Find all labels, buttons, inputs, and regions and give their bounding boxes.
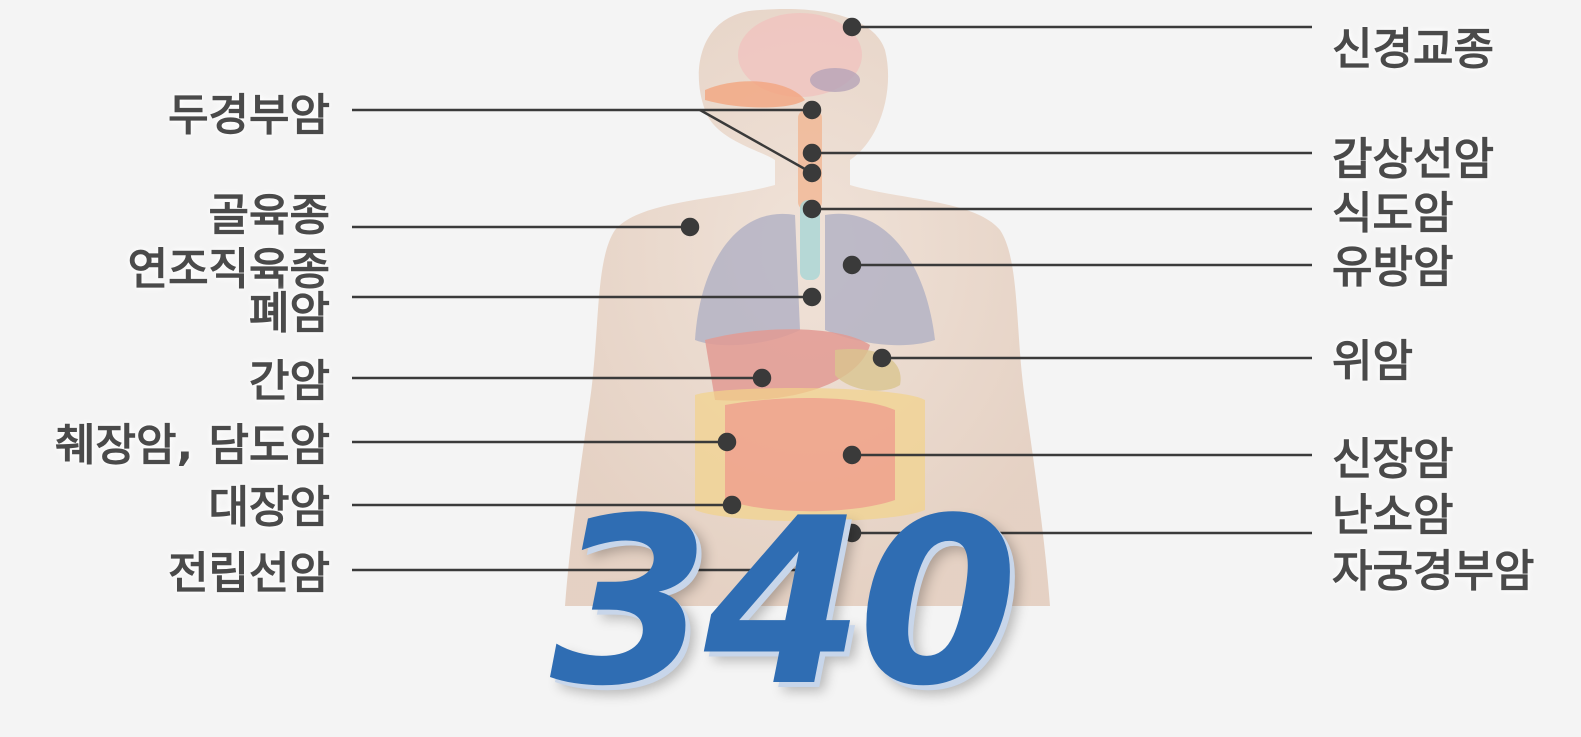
label-laryngeal: 두경부암: [168, 92, 330, 140]
label-ovary: 난소암: [1332, 492, 1453, 540]
label-stomach: 위암: [1332, 338, 1413, 386]
label-liver: 간암: [249, 358, 330, 406]
label-breast: 유방암: [1332, 244, 1453, 292]
label-bone: 골육종: [209, 192, 330, 240]
label-thyroid: 갑상선암: [1332, 136, 1494, 184]
label-glioma: 신경교종: [1332, 26, 1494, 74]
label-colon: 대장암: [209, 484, 330, 532]
overlay-number: 340: [550, 470, 1012, 737]
label-prostate: 전립선암: [168, 550, 330, 598]
label-lung: 폐암: [249, 290, 330, 338]
label-esophagus: 식도암: [1332, 190, 1453, 238]
label-pancreas: 췌장암, 담도암: [55, 422, 330, 470]
anatomy-diagram: 340 두경부암 골육종 연조직육종 폐암 간암 췌장암, 담도암 대장암 전립…: [0, 0, 1581, 606]
label-cervix: 자궁경부암: [1332, 548, 1534, 596]
label-kidney: 신장암: [1332, 436, 1453, 484]
label-soft-tissue: 연조직육종: [128, 246, 330, 294]
